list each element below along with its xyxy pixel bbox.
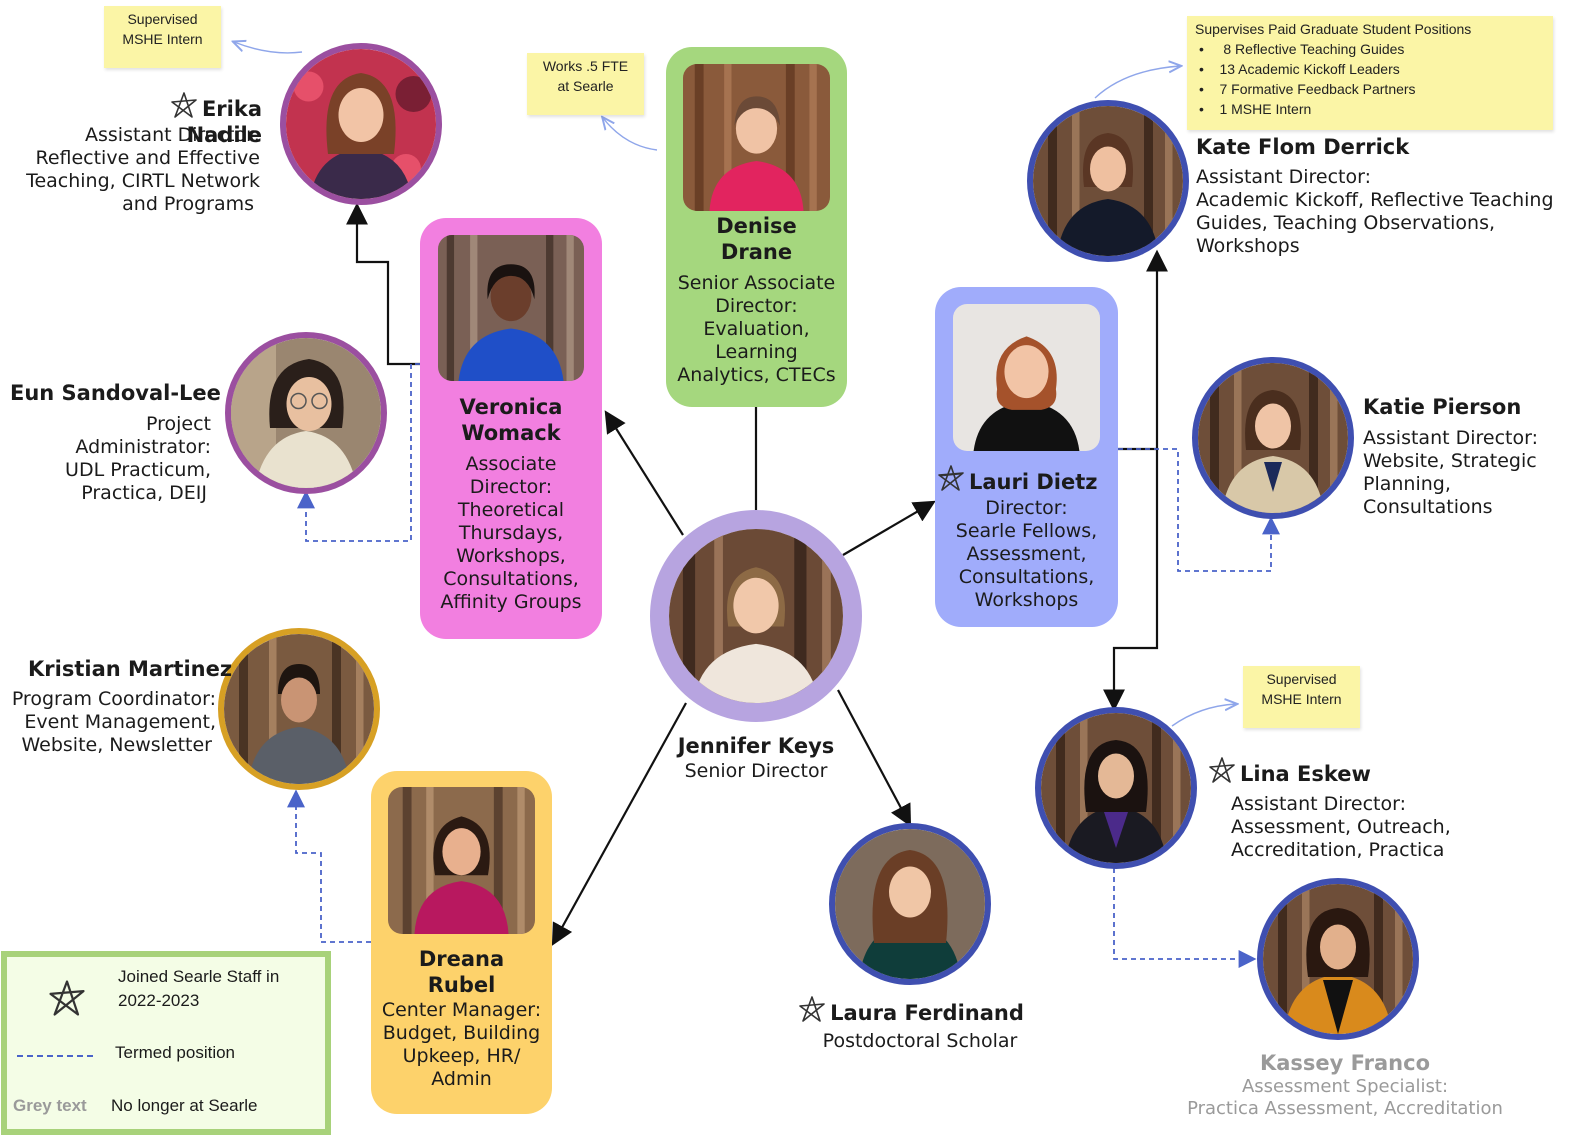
portrait-kate-flom-derrick [1027,100,1189,262]
name-kristian: Kristian Martinez [28,657,233,681]
role-eun: Project Administrator: UDL Practicum, Pr… [65,413,211,504]
dashed-lauri-katie [1118,448,1280,572]
portrait-photo [388,787,535,934]
portrait-kassey-franco [1257,878,1419,1040]
line-lauri-lina [1103,449,1159,712]
line-jennifer-lauri [842,500,936,556]
role-veronica: Associate Director: Theoretical Thursday… [440,453,582,613]
note-kate-positions: Supervises Paid Graduate Student Positio… [1187,16,1553,130]
name-lina: Lina Eskew [1206,755,1371,787]
note-denise-fte: Works .5 FTE at Searle [527,53,644,115]
legend-termed-label: Termed position [115,1043,236,1062]
portrait-jennifer-keys [650,510,862,722]
dashed-dreana-kristian [287,789,371,943]
note-arrow-kate [1094,66,1180,99]
name-katie: Katie Pierson [1363,395,1522,419]
card-dreana-rubel: Dreana Rubel Center Manager: Budget, Bui… [371,771,552,1114]
legend: Joined Searle Staff in 2022-2023 Termed … [1,951,331,1135]
role-erika: Assistant Director: Reflective and Effec… [26,124,260,215]
legend-dashed-line [17,1055,93,1057]
label-jennifer: Jennifer Keys Senior Director [677,734,835,782]
portrait-lina-eskew [1035,707,1197,869]
list-item: • 1 MSHE Intern [1199,101,1312,117]
new-staff-star-icon [935,463,967,493]
new-staff-star-icon [45,977,89,1019]
new-staff-star-icon [1206,755,1238,785]
name-denise: Denise Drane [716,214,797,264]
name-eun: Eun Sandoval-Lee [10,381,221,405]
role-lina: Assistant Director: Assessment, Outreach… [1231,793,1451,861]
new-staff-star-icon [796,994,828,1024]
note-arrow-erika [234,42,303,54]
line-jennifer-dreana [551,702,687,946]
name-veronica: Veronica Womack [459,395,563,445]
role-kristian: Program Coordinator: Event Management, W… [11,688,216,756]
card-lauri-dietz: Lauri Dietz Director: Searle Fellows, As… [935,287,1118,627]
card-veronica-womack: Veronica Womack Associate Director: Theo… [420,218,602,639]
portrait-erika-nadile [280,43,442,205]
dashed-veronica-eun [297,363,420,542]
legend-star-label: Joined Searle Staff in 2022-2023 [118,967,280,1010]
line-lauri-kate [1118,249,1168,451]
label-laura: Laura Ferdinand Postdoctoral Scholar [770,994,1050,1053]
label-kassey: Kassey Franco Assessment Specialist: Pra… [1187,1051,1503,1119]
name-erika: Erika Nadile [92,90,262,148]
list-item: • 13 Academic Kickoff Leaders [1199,61,1400,77]
line-jennifer-laura [837,689,912,827]
role-dreana: Center Manager: Budget, Building Upkeep,… [381,999,542,1090]
list-item: • 8 Reflective Teaching Guides [1199,41,1405,57]
portrait-eun-sandoval-lee [225,332,387,494]
portrait-photo [683,64,830,211]
dashed-lina-kassey [1113,868,1257,968]
new-staff-star-icon [168,90,200,120]
card-denise-drane: Denise Drane Senior Associate Director: … [666,47,847,407]
portrait-kristian-martinez [218,628,380,790]
note-erika-intern: Supervised MSHE Intern [104,6,221,68]
role-lauri: Director: Searle Fellows, Assessment, Co… [955,497,1098,611]
name-dreana: Dreana Rubel [418,947,505,997]
legend-grey-label: No longer at Searle [111,1096,258,1115]
note-arrow-lina [1171,704,1236,727]
portrait-photo [438,235,584,381]
role-kate: Assistant Director: Academic Kickoff, Re… [1196,166,1554,257]
note-lina-intern: Supervised MSHE Intern [1243,666,1360,728]
portrait-laura-ferdinand [829,823,991,985]
portrait-katie-pierson [1192,357,1354,519]
line-jennifer-veronica [604,410,684,536]
line-veronica-erika [346,202,420,366]
portrait-photo [953,304,1100,451]
name-kate: Kate Flom Derrick [1196,135,1410,159]
role-denise: Senior Associate Director: Evaluation, L… [677,272,836,386]
name-lauri: Lauri Dietz [935,463,1118,495]
positions-list: • 8 Reflective Teaching Guides • 13 Acad… [1195,39,1553,119]
role-katie: Assistant Director: Website, Strategic P… [1363,427,1538,518]
list-item: • 7 Formative Feedback Partners [1199,81,1416,97]
legend-grey-key: Grey text [13,1096,87,1115]
note-arrow-denise [603,118,658,151]
